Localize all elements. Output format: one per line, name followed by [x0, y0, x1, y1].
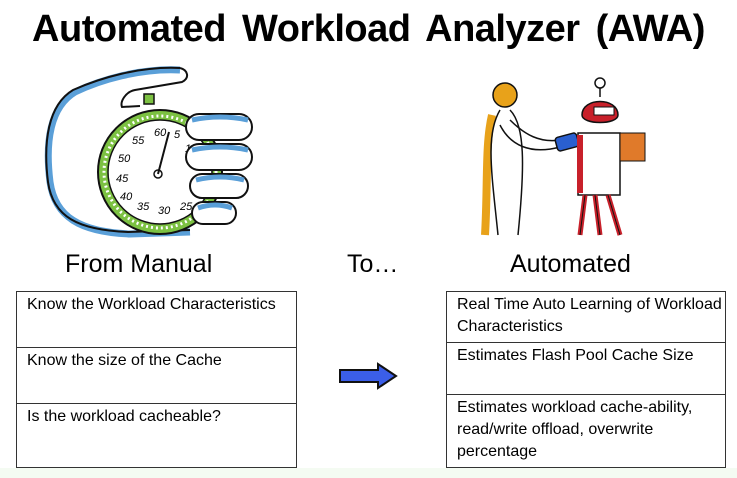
arrow-right-icon	[339, 362, 398, 390]
stopwatch-numeral: 55	[132, 135, 145, 147]
fingers-icon	[185, 113, 253, 225]
robot-icon	[577, 77, 623, 236]
to-label: To…	[347, 250, 399, 278]
box-icon	[619, 132, 646, 162]
stopwatch-numeral: 35	[137, 201, 150, 213]
device-icon	[554, 132, 580, 152]
stopwatch-numeral: 30	[158, 205, 171, 217]
stopwatch-hand-illustration: 60 5 10 25 30 35 40 45 50 55	[44, 66, 253, 238]
automated-label: Automated	[510, 250, 631, 278]
person-robot-illustration	[481, 77, 646, 236]
stopwatch-numeral: 40	[120, 191, 133, 203]
stopwatch-numeral: 60	[154, 127, 167, 139]
stopwatch-numeral: 45	[116, 173, 129, 185]
manual-item: Know the size of the Cache	[17, 348, 296, 404]
automated-item: Real Time Auto Learning of Workload Char…	[447, 292, 725, 343]
manual-table: Know the Workload Characteristics Know t…	[16, 291, 297, 468]
bottom-band	[0, 468, 737, 478]
stopwatch-numeral: 5	[174, 129, 181, 141]
person-icon	[481, 82, 561, 236]
page-title: Automated Workload Analyzer (AWA)	[32, 8, 705, 50]
automated-item: Estimates workload cache-ability, read/w…	[457, 399, 693, 460]
manual-item: Know the Workload Characteristics	[17, 292, 296, 348]
hand-icon	[44, 66, 191, 238]
stopwatch-numeral: 50	[118, 153, 131, 165]
automated-item: Estimates Flash Pool Cache Size	[447, 343, 725, 395]
stopwatch-icon: 60 5 10 25 30 35 40 45 50 55	[97, 93, 223, 235]
from-manual-label: From Manual	[65, 250, 213, 278]
automated-table: Real Time Auto Learning of Workload Char…	[446, 291, 726, 468]
manual-item: Is the workload cacheable?	[27, 408, 221, 425]
stopwatch-numeral: 25	[179, 201, 193, 213]
